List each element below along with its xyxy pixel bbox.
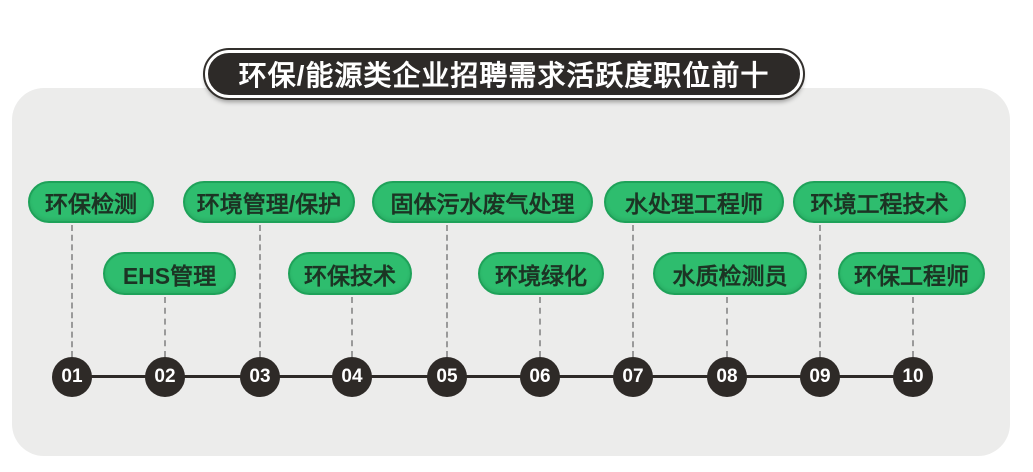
connector-06 [539, 297, 541, 357]
rank-number: 10 [902, 366, 924, 387]
rank-number: 05 [436, 366, 458, 387]
connector-01 [71, 225, 73, 357]
rank-number: 07 [622, 366, 644, 387]
job-pill-04: 环保技术 [288, 252, 412, 295]
job-pill-label: 固体污水废气处理 [390, 191, 575, 217]
rank-node-03: 03 [240, 357, 280, 397]
job-pill-label: 环保技术 [304, 262, 396, 289]
connector-02 [164, 297, 166, 357]
job-pill-label: 环境绿化 [495, 262, 587, 289]
job-pill-label: 水处理工程师 [625, 191, 763, 217]
connector-07 [632, 225, 634, 357]
connector-08 [726, 297, 728, 357]
job-pill-07: 水处理工程师 [604, 181, 784, 223]
job-pill-label: 环境工程技术 [810, 191, 949, 217]
rank-node-02: 02 [145, 357, 185, 397]
rank-node-04: 04 [332, 357, 372, 397]
job-pill-label: 环保工程师 [854, 262, 969, 289]
title-banner: 环保/能源类企业招聘需求活跃度职位前十 [203, 48, 805, 100]
page-title: 环保/能源类企业招聘需求活跃度职位前十 [238, 60, 770, 91]
rank-number: 09 [809, 366, 831, 387]
job-pill-08: 水质检测员 [653, 252, 807, 295]
job-pill-10: 环保工程师 [838, 252, 985, 295]
rank-node-07: 07 [613, 357, 653, 397]
timeline-axis [72, 375, 913, 378]
connector-03 [259, 225, 261, 357]
job-pill-label: 环保检测 [45, 191, 137, 217]
connector-04 [351, 297, 353, 357]
rank-number: 01 [61, 366, 83, 387]
rank-number: 03 [249, 366, 271, 387]
rank-node-08: 08 [707, 357, 747, 397]
rank-node-06: 06 [520, 357, 560, 397]
rank-number: 06 [529, 366, 551, 387]
job-pill-09: 环境工程技术 [793, 181, 966, 223]
job-pill-01: 环保检测 [28, 181, 154, 223]
rank-node-05: 05 [427, 357, 467, 397]
connector-09 [819, 225, 821, 357]
job-pill-06: 环境绿化 [478, 252, 604, 295]
job-pill-05: 固体污水废气处理 [372, 181, 593, 223]
connector-05 [446, 225, 448, 357]
connector-10 [912, 297, 914, 357]
job-pill-label: EHS管理 [122, 262, 217, 289]
job-pill-label: 环境管理/保护 [196, 191, 342, 217]
rank-number: 04 [341, 366, 363, 387]
job-pill-02: EHS管理 [103, 252, 236, 295]
rank-node-09: 09 [800, 357, 840, 397]
rank-number: 08 [716, 366, 738, 387]
rank-node-10: 10 [893, 357, 933, 397]
job-pill-03: 环境管理/保护 [183, 181, 355, 223]
rank-node-01: 01 [52, 357, 92, 397]
rank-number: 02 [154, 366, 176, 387]
job-pill-label: 水质检测员 [672, 262, 788, 289]
